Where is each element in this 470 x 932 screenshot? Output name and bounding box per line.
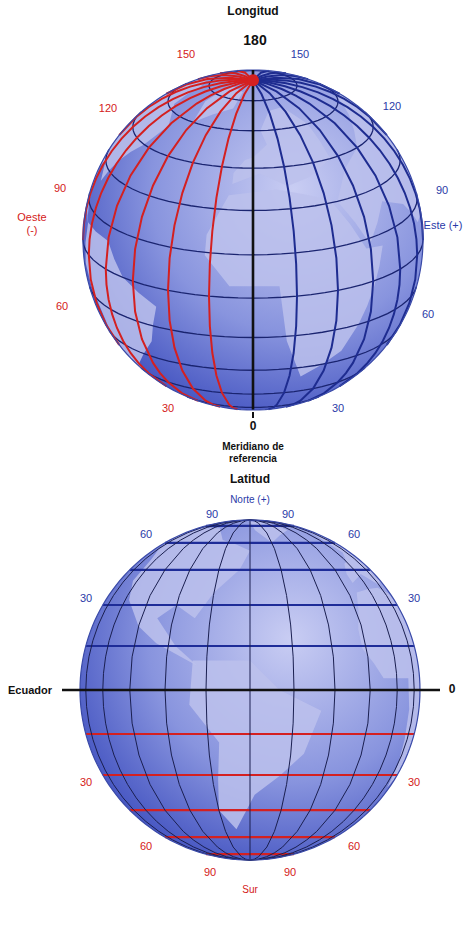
meridian-line [253, 78, 340, 94]
parallel-number: 0 [449, 683, 456, 697]
meridian-number: 120 [99, 102, 117, 115]
direction-label: Norte (+) [230, 494, 270, 506]
parallel-number: 90 [206, 508, 218, 521]
direction-label: Oeste (-) [11, 211, 53, 236]
parallel-number: 60 [140, 528, 152, 541]
meridian-line [253, 80, 387, 136]
parallel-number: 60 [348, 840, 360, 853]
parallel-number: 60 [348, 528, 360, 541]
meridian-line [133, 80, 253, 401]
meridian-number: 180 [243, 32, 266, 48]
meridian-line [253, 80, 338, 407]
meridian-line [106, 80, 253, 386]
reference-meridian-label: Meridiano de referencia [205, 441, 301, 464]
parallel-number: 90 [284, 866, 296, 879]
meridian-line [253, 80, 400, 386]
parallel-number: 30 [408, 776, 420, 789]
meridian-number: 30 [162, 402, 174, 415]
reference-tick [252, 412, 254, 418]
meridian-line [253, 80, 373, 401]
continent [308, 530, 380, 585]
meridian-number: 90 [436, 184, 448, 197]
parallel-number: 30 [80, 592, 92, 605]
continent [357, 588, 420, 788]
equator-line [62, 689, 440, 692]
meridian-number: 150 [291, 48, 309, 61]
globe-sphere [83, 70, 423, 410]
panel-title: Longitud [227, 5, 278, 19]
north-pole-dot [247, 74, 259, 86]
meridian-line [253, 80, 423, 240]
meridian-line [253, 80, 297, 409]
meridian-number: 60 [422, 308, 434, 321]
parallel-number: 90 [282, 508, 294, 521]
direction-label: Sur [242, 884, 258, 896]
continent [232, 107, 330, 186]
parallel-number: 30 [408, 592, 420, 605]
longitude-globe [83, 70, 423, 410]
panel-title: Latitud [230, 473, 270, 487]
meridian-number: 30 [332, 402, 344, 415]
meridian-number: 120 [383, 100, 401, 113]
meridian-line [89, 80, 253, 345]
meridian-line [209, 80, 253, 409]
meridian-number: 60 [56, 300, 68, 313]
equator-label: Ecuador [8, 684, 52, 697]
continent [189, 660, 321, 829]
parallel-number: 30 [80, 776, 92, 789]
meridian-number: 90 [54, 182, 66, 195]
direction-label: Este (+) [423, 219, 463, 232]
globe-outline [83, 70, 423, 410]
meridian-number: 150 [177, 48, 195, 61]
meridian-number: 0 [250, 420, 257, 434]
meridian-line [252, 80, 255, 410]
parallel-number: 90 [204, 866, 216, 879]
meridian-line [253, 80, 417, 345]
parallel-number: 60 [140, 840, 152, 853]
